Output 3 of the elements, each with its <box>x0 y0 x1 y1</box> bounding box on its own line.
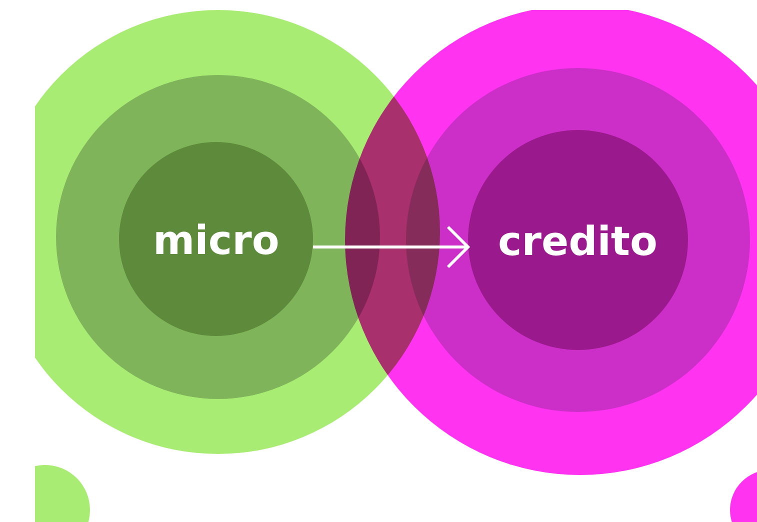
arrow <box>313 226 470 268</box>
circle-label: credito <box>498 219 658 265</box>
circle-label: micro <box>153 218 280 264</box>
